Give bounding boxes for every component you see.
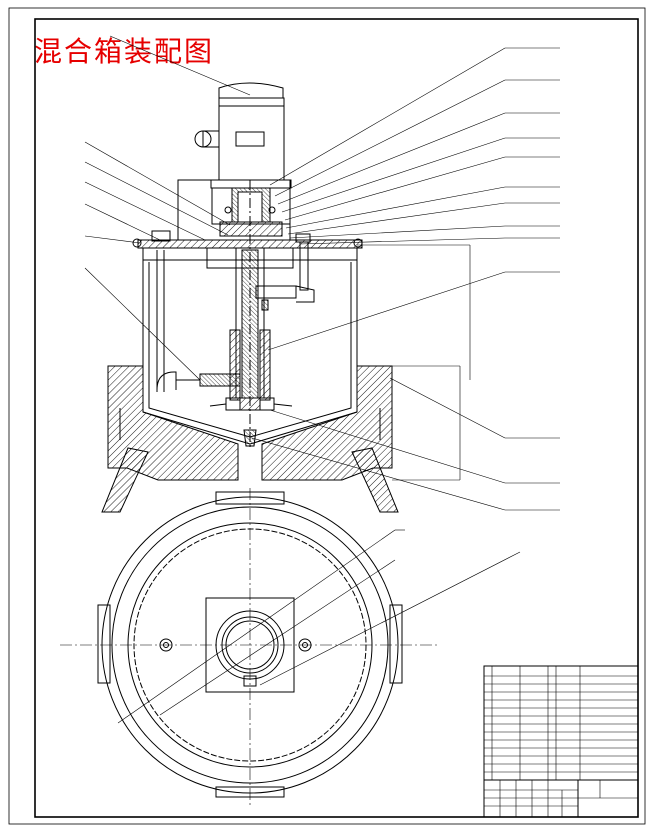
coupling — [219, 180, 283, 450]
drawing-title: 混合箱装配图 — [34, 35, 215, 68]
support-base — [101, 365, 399, 513]
impeller — [209, 397, 293, 447]
dimension-lines — [177, 180, 471, 481]
inlet-pipe — [156, 371, 241, 391]
title-block — [483, 665, 639, 818]
top-plan-view — [60, 488, 521, 805]
sheet-border — [8, 7, 646, 825]
front-section-view — [84, 35, 560, 513]
inner-shaft — [229, 241, 315, 401]
leader-lines-left — [84, 35, 251, 381]
leader-lines — [251, 47, 560, 511]
